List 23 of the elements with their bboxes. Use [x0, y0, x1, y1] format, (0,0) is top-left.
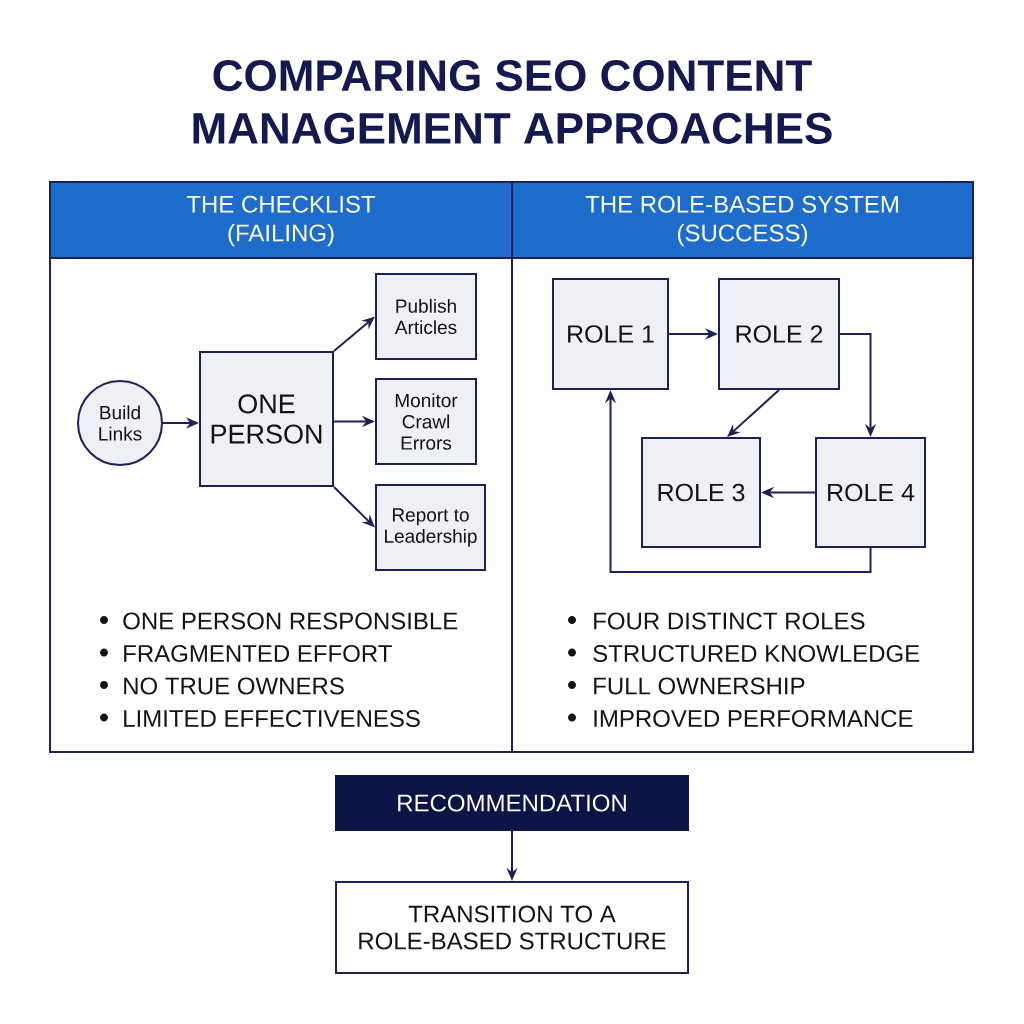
process-box: Report to Leadership [375, 484, 486, 571]
title: COMPARING SEO CONTENT MANAGEMENT APPROACHES [193, 60, 832, 144]
process-box: ONE PERSON [199, 351, 334, 487]
bullet-item: NO TRUE OWNERS [124, 677, 344, 695]
process-box: Publish Articles [375, 273, 477, 360]
bullet-item: ONE PERSON RESPONSIBLE [123, 612, 458, 630]
bullet-item: FULL OWNERSHIP [594, 677, 805, 695]
process-box: ROLE 2 [718, 278, 840, 390]
arrow [727, 389, 780, 437]
bullet-item: IMPROVED PERFORMANCE [594, 710, 913, 727]
process-box: ROLE 4 [815, 437, 926, 548]
process-box: Monitor Crawl Errors [375, 378, 477, 465]
panel-header: THE ROLE-BASED SYSTEM (SUCCESS) [511, 181, 974, 259]
bullet-item: FRAGMENTED EFFORT [124, 645, 392, 662]
banner-box: RECOMMENDATION [335, 775, 689, 831]
bullet-item: FOUR DISTINCT ROLES [594, 612, 865, 630]
bullet-item: STRUCTURED KNOWLEDGE [593, 645, 920, 662]
circle-node: Build Links [77, 380, 163, 466]
panel-header: THE CHECKLIST (FAILING) [49, 181, 513, 259]
process-box: ROLE 1 [552, 278, 669, 390]
bullet-item: LIMITED EFFECTIVENESS [124, 710, 420, 727]
process-box: ROLE 3 [641, 437, 761, 548]
text-box: TRANSITION TO A ROLE-BASED STRUCTURE [335, 881, 689, 974]
